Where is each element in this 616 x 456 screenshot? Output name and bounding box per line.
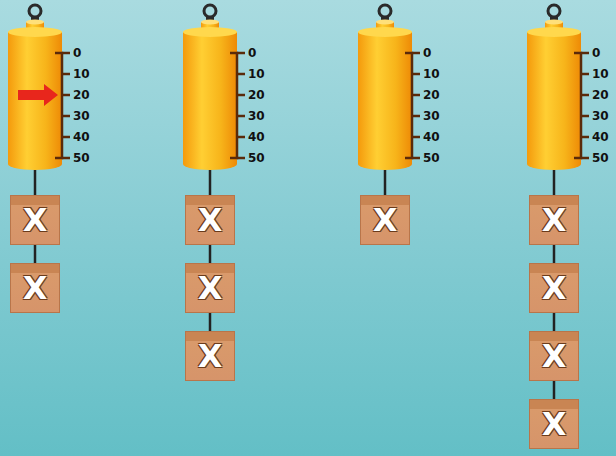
box-label: X <box>542 272 567 304</box>
scale-number: 50 <box>423 151 440 165</box>
hanging-string <box>209 245 212 263</box>
weight-box: X <box>529 195 579 245</box>
scale-number: 10 <box>592 67 609 81</box>
box-label: X <box>542 408 567 440</box>
scale-number: 0 <box>248 46 256 60</box>
scale-number: 10 <box>248 67 265 81</box>
scale-number: 10 <box>73 67 90 81</box>
scale-number: 40 <box>592 130 609 144</box>
weight-box: X <box>185 331 235 381</box>
box-label: X <box>373 204 398 236</box>
spring-scale <box>183 5 245 196</box>
box-label: X <box>542 340 567 372</box>
weight-box: X <box>10 195 60 245</box>
spring-scale <box>8 5 70 196</box>
scale-number: 30 <box>73 109 90 123</box>
hanging-string <box>209 313 212 331</box>
box-label: X <box>198 204 223 236</box>
spring-scale <box>358 5 420 196</box>
hanging-string <box>553 245 556 263</box>
scale-number: 10 <box>423 67 440 81</box>
scale-number: 50 <box>73 151 90 165</box>
spring-scale <box>527 5 589 196</box>
hanging-string <box>553 381 556 399</box>
scale-number: 50 <box>248 151 265 165</box>
box-label: X <box>23 204 48 236</box>
scale-number: 0 <box>423 46 431 60</box>
scale-number: 30 <box>423 109 440 123</box>
weight-box: X <box>10 263 60 313</box>
pointer-arrow <box>18 84 58 106</box>
scale-number: 0 <box>592 46 600 60</box>
weight-box: X <box>529 331 579 381</box>
scale-number: 40 <box>248 130 265 144</box>
scale-number: 0 <box>73 46 81 60</box>
hanging-string <box>553 313 556 331</box>
weight-box: X <box>185 263 235 313</box>
box-label: X <box>542 204 567 236</box>
scale-number: 20 <box>592 88 609 102</box>
box-label: X <box>23 272 48 304</box>
scale-number: 40 <box>423 130 440 144</box>
scale-number: 20 <box>423 88 440 102</box>
scale-number: 50 <box>592 151 609 165</box>
hanging-string <box>34 245 37 263</box>
weight-box: X <box>529 399 579 449</box>
scale-number: 20 <box>73 88 90 102</box>
box-label: X <box>198 272 223 304</box>
weight-box: X <box>360 195 410 245</box>
weight-box: X <box>529 263 579 313</box>
box-label: X <box>198 340 223 372</box>
scale-number: 20 <box>248 88 265 102</box>
scale-number: 40 <box>73 130 90 144</box>
weight-box: X <box>185 195 235 245</box>
scale-number: 30 <box>248 109 265 123</box>
scale-number: 30 <box>592 109 609 123</box>
